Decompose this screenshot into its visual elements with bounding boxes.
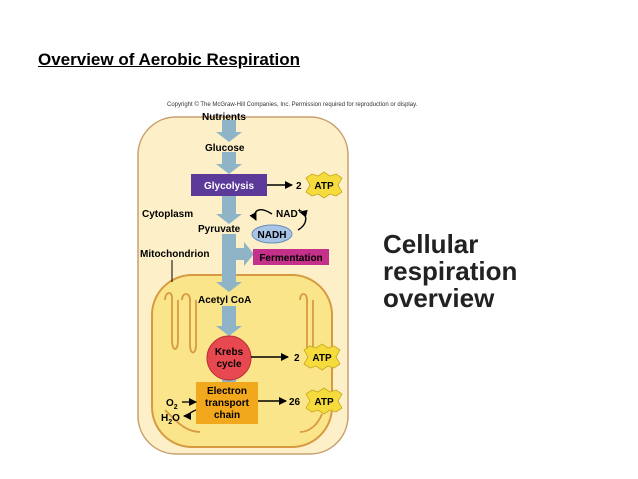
label-glucose: Glucose <box>205 143 245 154</box>
side-caption: Cellular respiration overview <box>383 231 517 312</box>
side-caption-line1: Cellular <box>383 229 479 259</box>
nad-cycle-arrow-top <box>249 209 273 221</box>
krebs-atp-count: 2 <box>294 353 300 364</box>
label-krebs-line1: Krebs <box>215 347 244 358</box>
glycolysis-atp-count: 2 <box>296 181 302 192</box>
glycolysis-box <box>191 174 267 196</box>
nadh-oval <box>251 224 293 244</box>
etc-atp-count: 26 <box>289 397 301 408</box>
label-h2o: H2O <box>161 413 180 426</box>
etc-box <box>196 382 258 424</box>
label-o2: O2 <box>166 398 178 411</box>
side-caption-line2: respiration <box>383 256 518 286</box>
label-nutrients: Nutrients <box>202 112 246 123</box>
label-glycolysis: Glycolysis <box>204 181 254 192</box>
krebs-cycle-circle <box>206 335 252 381</box>
label-cytoplasm: Cytoplasm <box>142 209 193 220</box>
mitochondrion-cristae <box>164 292 323 433</box>
label-etc-line1: Electron <box>207 386 247 397</box>
copyright-notice: Copyright © The McGraw-Hill Companies, I… <box>167 101 418 108</box>
label-acetyl-coa: Acetyl CoA <box>198 295 251 306</box>
label-pyruvate: Pyruvate <box>198 224 241 235</box>
h2o-arrow <box>183 409 197 420</box>
label-fermentation: Fermentation <box>259 253 322 264</box>
atp-label-glycolysis: ATP <box>314 181 334 192</box>
label-krebs-line2: cycle <box>216 359 241 370</box>
label-etc-line3: chain <box>214 410 240 421</box>
atp-label-etc: ATP <box>314 397 334 408</box>
label-etc-line2: transport <box>205 398 250 409</box>
atp-star-krebs <box>303 343 341 371</box>
fermentation-box <box>253 249 329 265</box>
label-nadh: NADH <box>258 230 287 241</box>
atp-label-krebs: ATP <box>312 353 332 364</box>
nad-cycle-arrow-bottom <box>297 209 308 231</box>
atp-star-etc <box>305 387 343 415</box>
side-caption-line3: overview <box>383 283 495 313</box>
label-mitochondrion: Mitochondrion <box>140 249 209 260</box>
slide-title: Overview of Aerobic Respiration <box>38 50 300 69</box>
atp-star-glycolysis <box>305 171 343 199</box>
